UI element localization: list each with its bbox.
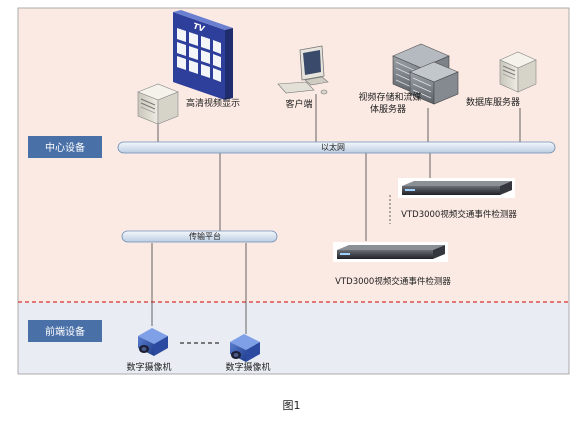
detector-lower-label: VTD3000视频交通事件检测器: [335, 276, 451, 287]
camera-1-icon: [138, 328, 168, 356]
storage-servers-icon: [392, 43, 459, 105]
detector-lower-device: [333, 242, 448, 262]
ethernet-bus-label: 以太网: [321, 142, 345, 152]
database-server-icon: [499, 51, 537, 93]
figure-caption: 图1: [282, 399, 301, 412]
detector-upper-label: VTD3000视频交通事件检测器: [401, 209, 517, 220]
front-zone-label: 前端设备: [45, 325, 85, 338]
camera-2-label: 数字摄像机: [225, 361, 270, 373]
camera-1-label: 数字摄像机: [126, 361, 171, 373]
video-wall-icon: TV: [173, 10, 233, 100]
ethernet-bus: [117, 141, 556, 154]
database-label: 数据库服务器: [466, 96, 520, 108]
storage-label-line1: 视频存储和流媒: [358, 91, 421, 103]
display-server-icon: [137, 83, 179, 125]
front-zone: [18, 302, 569, 374]
transport-bus-label: 传输平台: [189, 231, 221, 241]
client-pc-icon: [277, 45, 329, 95]
storage-label-line2: 体服务器: [370, 103, 406, 115]
center-zone-label: 中心设备: [45, 141, 85, 154]
tv-badge: TV: [192, 21, 207, 34]
outer-border: [17, 7, 570, 375]
front-zone-label-box: [28, 320, 102, 342]
center-zone-label-box: [28, 136, 102, 158]
connection-lines: [151, 94, 521, 334]
camera-2-icon: [230, 334, 260, 362]
center-zone: [18, 8, 569, 302]
transport-bus: [121, 230, 278, 243]
display-label: 高清视频显示: [186, 97, 240, 109]
detector-upper-device: [398, 178, 515, 198]
client-label: 客户端: [285, 98, 312, 110]
